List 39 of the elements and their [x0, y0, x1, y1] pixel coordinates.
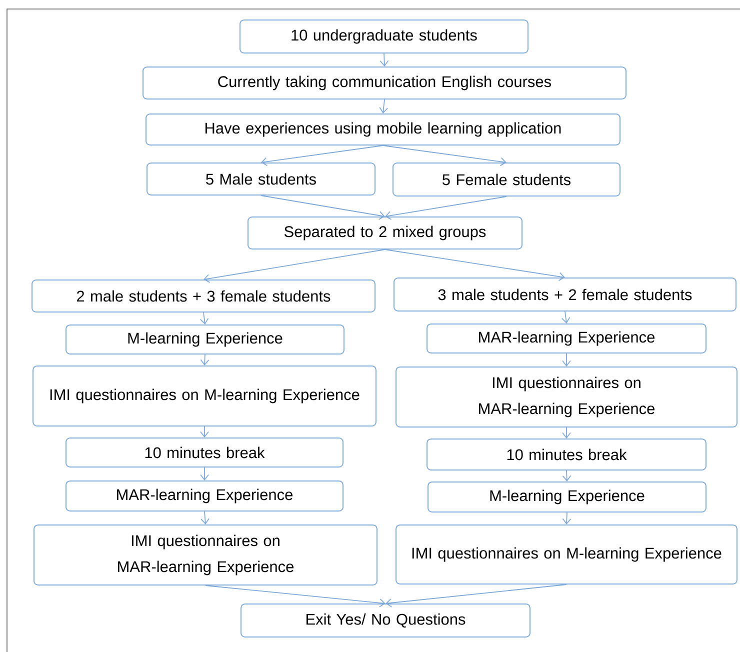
- arrow: [205, 585, 386, 608]
- process-box: MAR-learning Experience: [426, 324, 706, 354]
- arrow: [261, 145, 384, 166]
- arrow: [200, 511, 210, 524]
- process-box: 10 minutes break: [426, 438, 706, 470]
- process-box: 10 undergraduate students: [240, 20, 528, 54]
- arrow: [562, 353, 571, 366]
- process-box: 5 Male students: [146, 162, 376, 196]
- process-box: MAR-learning Experience: [66, 480, 344, 512]
- process-box: IMI questionnaires on MAR-learning Experience: [396, 366, 738, 428]
- process-box: 2 male students + 3 female students: [32, 280, 376, 312]
- arrow: [561, 311, 570, 324]
- process-box: M-learning Experience: [428, 482, 706, 512]
- arrow: [562, 512, 572, 524]
- process-box: Separated to 2 mixed groups: [248, 216, 522, 250]
- process-box: IMI questionnaires on M-learning Experience: [396, 524, 738, 584]
- process-box: M-learning Experience: [66, 324, 344, 354]
- process-box: 3 male students + 2 female students: [394, 278, 736, 312]
- process-box: Currently taking communication English courses: [142, 66, 626, 100]
- arrow: [386, 584, 567, 608]
- arrow: [379, 99, 388, 114]
- arrow: [204, 249, 386, 283]
- arrow: [562, 427, 571, 438]
- process-box: Have experiences using mobile learning application: [146, 114, 620, 146]
- process-box: 10 minutes break: [66, 438, 344, 468]
- arrow: [385, 196, 507, 220]
- arrow: [260, 195, 385, 220]
- arrow: [200, 354, 210, 366]
- process-box: IMI questionnaires on M-learning Experience: [32, 366, 376, 426]
- arrow: [200, 467, 209, 480]
- process-box: Exit Yes/ No Questions: [240, 604, 530, 638]
- process-box: IMI questionnaires on MAR-learning Experience: [34, 524, 378, 586]
- arrow: [200, 312, 209, 324]
- process-box: 5 Female students: [392, 162, 620, 196]
- arrow: [384, 249, 565, 282]
- arrow: [562, 470, 572, 482]
- arrow: [380, 53, 389, 66]
- arrow: [382, 145, 506, 166]
- arrow: [200, 426, 209, 438]
